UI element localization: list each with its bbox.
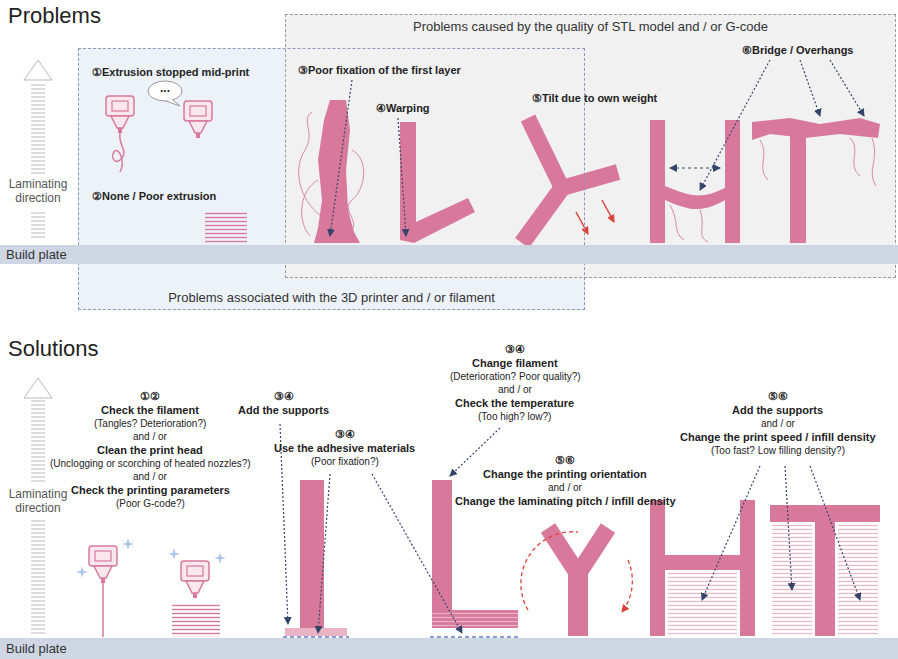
axis-label: Laminating direction	[5, 488, 71, 516]
supported-part	[280, 424, 520, 637]
problem-label: ①Extrusion stopped mid-print	[92, 66, 249, 79]
region-title: Problems caused by the quality of STL mo…	[286, 19, 895, 34]
connector-word: and / or	[133, 431, 167, 443]
solution-note: (Deterioration? Poor quality?)	[450, 371, 581, 383]
problem-label: ⑥Bridge / Overhangs	[742, 44, 853, 57]
build-plate: Build plate	[0, 245, 898, 264]
clean-print-head	[76, 538, 226, 637]
callout-number: ①②	[140, 390, 160, 403]
callout-number: ⑤⑥	[555, 454, 575, 467]
callout-number: ③④	[505, 343, 525, 356]
print-head	[106, 81, 247, 243]
solution-note: (Poor G-code?)	[116, 498, 185, 510]
panel-heading: Solutions	[8, 336, 99, 361]
warped-part	[398, 118, 475, 243]
bridge-part	[650, 60, 880, 243]
connector-word: and / or	[761, 418, 795, 430]
problem-label: ⑤Tilt due to own weight	[532, 92, 657, 105]
solution-label: Check the printing parameters	[71, 484, 230, 497]
solution-label: Use the adhesive materials	[274, 442, 415, 455]
solution-label: Change the print speed / infill density	[680, 431, 876, 444]
solution-label: Clean the print head	[97, 444, 203, 457]
tilted-part	[522, 118, 618, 243]
supported-bridge	[650, 466, 880, 636]
connector-word: and / or	[548, 482, 582, 494]
reoriented-part	[521, 528, 632, 636]
callout-number: ⑤⑥	[768, 390, 788, 403]
plate-label: Build plate	[6, 638, 67, 659]
solution-note: (Too fast? Low filling density?)	[711, 445, 845, 457]
problem-label: ③Poor fixation of the first layer	[298, 64, 461, 77]
speech-text: ...	[160, 82, 170, 96]
axis-label: Laminating direction	[5, 178, 71, 206]
solution-label: Change the laminating pitch / infill den…	[455, 495, 676, 508]
problem-region: Problems associated with the 3D printer …	[78, 48, 585, 310]
solution-label: Check the filament	[101, 404, 199, 417]
solution-label: Change filament	[472, 357, 558, 370]
solution-note: (Too high? low?)	[478, 411, 551, 423]
failed-print	[299, 80, 364, 243]
solution-label: Change the printing orientation	[483, 468, 647, 481]
build-plate: Build plate	[0, 638, 898, 659]
problem-label: ④Warping	[376, 102, 430, 115]
plate-label: Build plate	[6, 245, 67, 264]
solution-label: Check the temperature	[455, 397, 574, 410]
solution-note: (Tangles? Deterioration?)	[94, 418, 206, 430]
solution-note: (Unclogging or scorching of heated nozzl…	[50, 458, 251, 470]
callout-number: ③④	[274, 390, 294, 403]
callout-number: ③④	[335, 428, 355, 441]
problem-label: ②None / Poor extrusion	[92, 190, 216, 203]
solution-label: Add the supports	[238, 404, 329, 417]
connector-word: and / or	[498, 384, 532, 396]
region-title: Problems associated with the 3D printer …	[79, 290, 584, 305]
panel-heading: Problems	[8, 3, 101, 28]
connector-word: and / or	[133, 471, 167, 483]
solution-label: Add the supports	[732, 404, 823, 417]
solution-note: (Poor fixation?)	[311, 456, 379, 468]
